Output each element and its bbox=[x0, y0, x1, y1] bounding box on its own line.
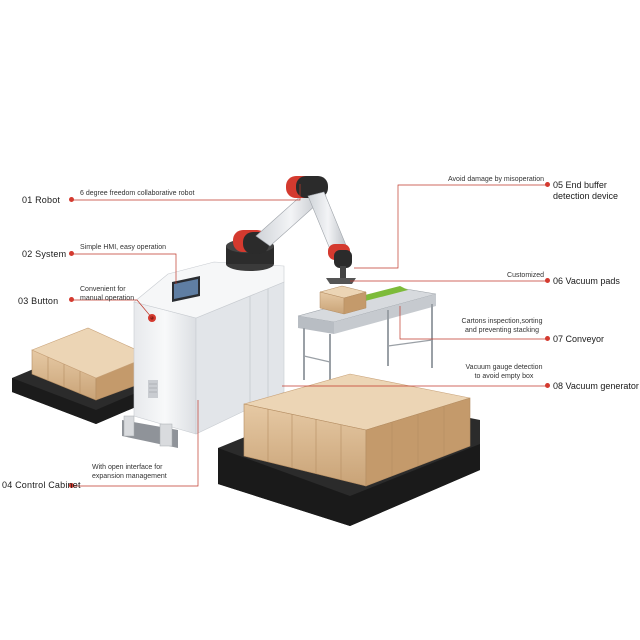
callout-desc-button: Convenient for manual operation bbox=[80, 286, 135, 302]
callout-label-end-buffer: 05 End buffer detection device bbox=[553, 180, 619, 201]
callout-desc-system: Simple HMI, easy operation bbox=[80, 244, 166, 251]
callout-dot-05 bbox=[545, 182, 550, 187]
callout-desc-robot: 6 degree freedom collaborative robot bbox=[80, 190, 195, 197]
callout-desc-end-buffer: Avoid damage by misoperation bbox=[448, 176, 544, 183]
callout-label-system: 02 System bbox=[22, 249, 67, 259]
callout-label-vacuum-pads: 06 Vacuum pads bbox=[553, 276, 620, 286]
callout-label-control-cabinet: 04 Control Cabinet bbox=[2, 480, 81, 490]
callout-desc-vacuum-generator: Vacuum gauge detection to avoid empty bo… bbox=[465, 364, 543, 380]
callout-dot-08 bbox=[545, 383, 550, 388]
callout-dot-02 bbox=[69, 251, 74, 256]
robot-arm bbox=[226, 176, 356, 284]
callout-label-robot: 01 Robot bbox=[22, 195, 61, 205]
callout-dot-06 bbox=[545, 278, 550, 283]
right-pallet bbox=[218, 373, 480, 526]
control-cabinet bbox=[122, 261, 285, 448]
callout-dot-03 bbox=[69, 297, 74, 302]
callout-dot-07 bbox=[545, 336, 550, 341]
callout-desc-vacuum-pads: Customized bbox=[507, 272, 544, 279]
callout-label-button: 03 Button bbox=[18, 296, 59, 306]
callout-dot-01 bbox=[69, 197, 74, 202]
callout-dot-04 bbox=[69, 483, 74, 488]
leader-lines bbox=[72, 184, 548, 487]
callout-label-conveyor: 07 Conveyor bbox=[553, 334, 605, 344]
callout-desc-control-cabinet: With open interface for expansion manage… bbox=[92, 464, 167, 480]
callout-desc-conveyor: Cartons inspection,sorting and preventin… bbox=[461, 318, 543, 334]
callout-label-vacuum-generator: 08 Vacuum generator bbox=[553, 381, 639, 391]
conveyor bbox=[297, 285, 437, 386]
